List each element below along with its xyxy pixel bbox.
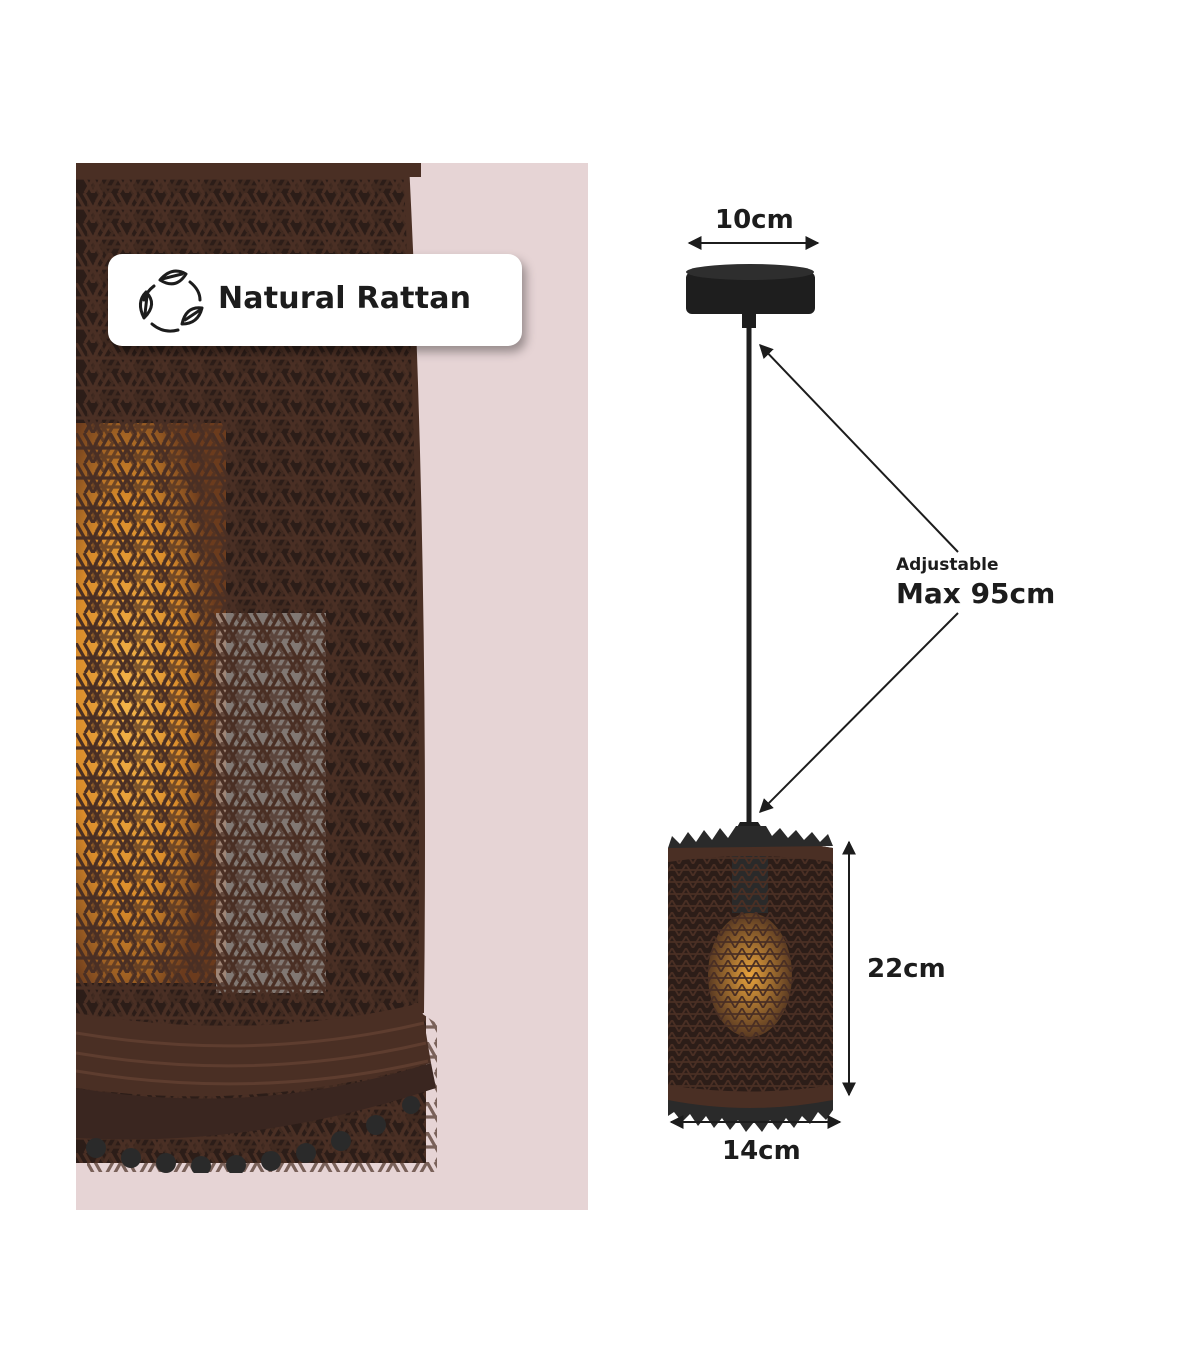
adjustable-max-label: Max 95cm: [896, 577, 1056, 610]
adjustable-caption: Adjustable: [896, 555, 999, 575]
ceiling-canopy: [686, 264, 815, 328]
canopy-width-label: 10cm: [715, 205, 794, 235]
material-label: Natural Rattan: [218, 281, 472, 316]
adjustable-arrow-upper: [759, 343, 959, 553]
rattan-shade-diagram: [668, 826, 833, 1132]
shade-width-label: 14cm: [722, 1136, 801, 1166]
adjustable-arrow-lower: [759, 612, 959, 813]
shade-height-label: 22cm: [867, 954, 946, 984]
leaf-recycle-icon: [139, 269, 204, 333]
pendant-dimension-diagram: [668, 236, 959, 1132]
material-badge: Natural Rattan: [108, 254, 522, 346]
